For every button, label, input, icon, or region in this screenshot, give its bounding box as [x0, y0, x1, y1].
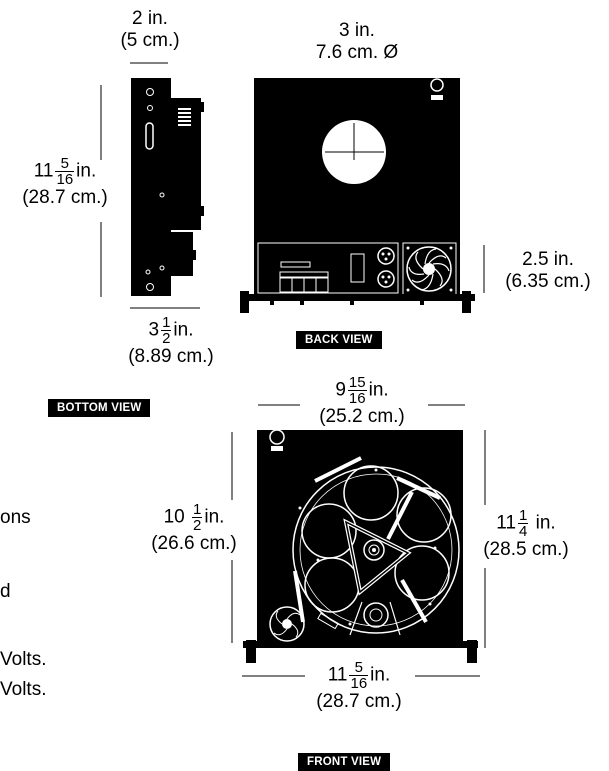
- cut-text-3: Volts.: [0, 649, 47, 670]
- front-left-den: 2: [193, 517, 202, 534]
- side-depth-den: 2: [162, 330, 171, 347]
- front-width-cm: (25.2 cm.): [319, 406, 405, 427]
- side-view-drawing: [100, 62, 204, 309]
- front-left-num: 1: [192, 501, 203, 518]
- side-width-in: 2 in.: [132, 8, 168, 29]
- cut-text-4: Volts.: [0, 679, 47, 700]
- side-height-den: 16: [56, 171, 74, 188]
- side-width-cm: (5 cm.): [120, 30, 180, 51]
- front-view-caption: FRONT VIEW: [298, 753, 391, 771]
- hole-diameter-label: 3 in. 7.6 cm. Ø: [300, 20, 414, 64]
- front-bottom-whole: 11: [327, 664, 348, 686]
- front-right-num: 1: [518, 507, 529, 524]
- back-view-caption: BACK VIEW: [296, 331, 382, 349]
- front-right-unit: in.: [535, 512, 556, 534]
- panel-height-label: 2.5 in. (6.35 cm.): [490, 249, 606, 293]
- side-depth-cm: (8.89 cm.): [128, 346, 214, 367]
- front-width-whole: 9: [335, 379, 346, 401]
- front-right-den: 4: [519, 523, 528, 540]
- front-view-drawing: [231, 404, 486, 677]
- side-height-num: 5: [55, 156, 75, 172]
- side-depth-whole: 3: [148, 319, 160, 341]
- front-left-whole: 10: [163, 506, 185, 528]
- front-right-height-cm: (28.5 cm.): [483, 539, 569, 560]
- panel-height-in: 2.5 in.: [522, 249, 574, 270]
- front-left-unit: in.: [204, 506, 225, 528]
- side-height-whole: 11: [33, 160, 54, 182]
- cut-text-2: d: [0, 581, 11, 602]
- front-left-height-cm: (26.6 cm.): [151, 533, 237, 554]
- bottom-view-caption: BOTTOM VIEW: [48, 399, 151, 417]
- side-depth-num: 1: [161, 314, 172, 331]
- front-bottom-unit: in.: [370, 664, 391, 686]
- front-bottom-width-cm: (28.7 cm.): [316, 691, 402, 712]
- front-width-num: 15: [347, 374, 367, 391]
- back-view-drawing: [240, 78, 485, 313]
- front-width-unit: in.: [368, 379, 389, 401]
- side-height-cm: (28.7 cm.): [22, 187, 108, 208]
- front-bottom-num: 5: [349, 660, 369, 676]
- front-bottom-den: 16: [350, 675, 368, 692]
- front-width-den: 16: [348, 390, 366, 407]
- hole-diameter-cm: 7.6 cm. Ø: [315, 42, 399, 63]
- cut-text-1: ons: [0, 507, 31, 528]
- side-depth-unit: in.: [173, 319, 194, 341]
- panel-height-cm: (6.35 cm.): [505, 271, 591, 292]
- side-height-unit: in.: [76, 160, 97, 182]
- front-right-whole: 11: [496, 512, 517, 534]
- side-width-label: 2 in. (5 cm.): [106, 8, 194, 52]
- hole-diameter-in: 3 in.: [339, 20, 375, 41]
